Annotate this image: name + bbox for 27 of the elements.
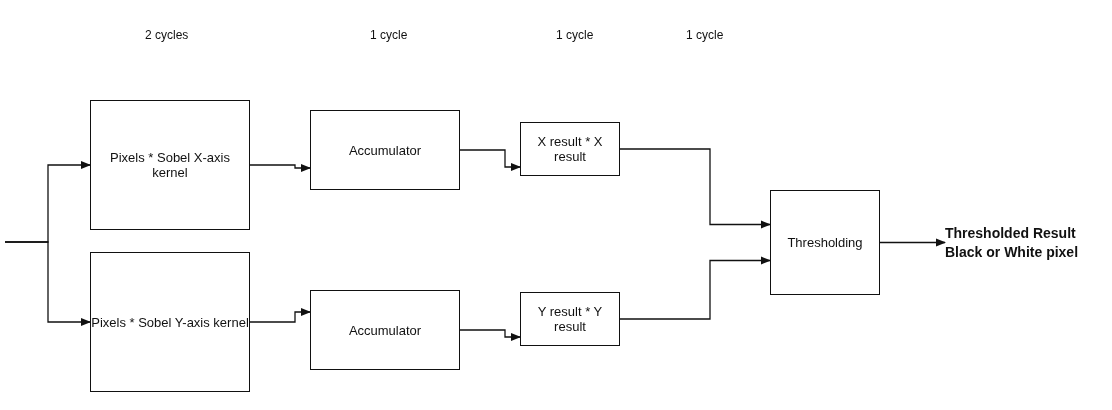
box-label: Y result * Y result: [536, 304, 604, 334]
box-label: Accumulator: [348, 142, 422, 158]
process-box: [90, 252, 250, 392]
box-label: Thresholding: [787, 235, 863, 250]
process-box: [310, 110, 460, 190]
arrow: [459, 149, 521, 171]
arrow: [249, 164, 311, 172]
process-box: [90, 100, 250, 230]
box-label: Accumulator: [348, 322, 422, 338]
process-box: [310, 290, 460, 370]
arrow: [879, 238, 946, 247]
cycle-count-label: 1 cycle: [686, 28, 724, 42]
box-label: Pixels * Sobel Y-axis kernel: [91, 314, 249, 330]
process-box: [770, 190, 880, 295]
process-box: [520, 292, 620, 346]
output-text: Thresholded Result Black or White pixel: [945, 218, 1110, 268]
process-box: [520, 122, 620, 176]
cycle-count-label: 1 cycle: [556, 28, 594, 42]
cycle-count-label: 1 cycle: [370, 28, 408, 42]
box-label: X result * X result: [536, 134, 604, 164]
arrow: [249, 308, 311, 323]
arrow: [619, 148, 771, 229]
arrow: [619, 256, 771, 320]
box-label: Pixels * Sobel X-axis kernel: [109, 150, 231, 180]
arrow: [459, 329, 521, 341]
arrow: [4, 241, 91, 326]
cycle-count-label: 2 cycles: [145, 28, 189, 42]
